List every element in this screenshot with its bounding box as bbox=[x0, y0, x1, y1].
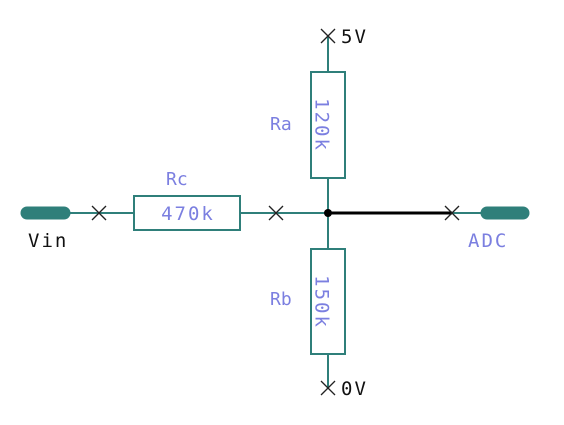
pin-marker-adc bbox=[444, 205, 460, 221]
resistor-rb[interactable]: 150k bbox=[310, 248, 346, 355]
pin-marker-0v bbox=[320, 380, 336, 396]
resistor-rc-ref: Rc bbox=[166, 169, 188, 190]
resistor-rb-value: 150k bbox=[311, 275, 333, 329]
resistor-rb-body bbox=[310, 248, 346, 355]
resistor-rc[interactable]: 470k bbox=[133, 195, 241, 231]
resistor-rc-value: 470k bbox=[161, 203, 215, 225]
port-label-adc: ADC bbox=[468, 230, 508, 252]
pin-marker-vin bbox=[91, 205, 107, 221]
supply-label-5v: 5V bbox=[341, 26, 368, 48]
port-label-vin: Vin bbox=[28, 230, 68, 252]
supply-label-0v: 0V bbox=[341, 378, 368, 400]
resistor-ra[interactable]: 120k bbox=[310, 71, 346, 179]
pin-marker-5v bbox=[320, 28, 336, 44]
resistor-ra-ref: Ra bbox=[270, 114, 292, 135]
resistor-rc-body bbox=[133, 195, 241, 231]
junction-dot bbox=[324, 209, 332, 217]
resistor-ra-value: 120k bbox=[311, 98, 333, 152]
resistor-ra-body bbox=[310, 71, 346, 179]
pin-marker-rc-right bbox=[268, 205, 284, 221]
resistor-rb-ref: Rb bbox=[270, 289, 292, 310]
